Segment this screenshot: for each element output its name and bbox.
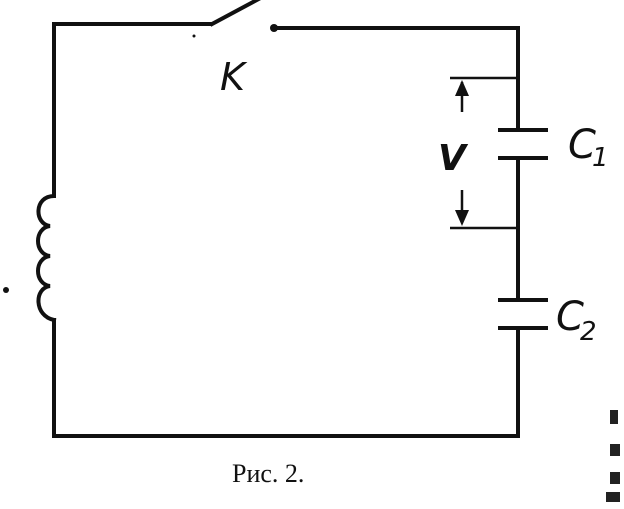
cropped-text-fragment: [610, 444, 620, 456]
capacitor-c2-label-letter: C: [556, 294, 584, 340]
switch-pivot-dot: [192, 34, 196, 38]
capacitor-c2-label-index: 2: [580, 317, 597, 347]
voltage-arrow-down-head: [455, 210, 469, 226]
wire-bottom: [52, 328, 520, 438]
cropped-text-fragment: [606, 492, 620, 502]
switch-contact-dot: [270, 24, 278, 32]
inductor-coil: [36, 193, 57, 323]
voltage-arrow-up-head: [455, 80, 469, 96]
voltage-label: V: [438, 138, 469, 179]
capacitor-c1-label-index: 1: [592, 143, 609, 173]
cropped-text-fragment: [610, 410, 618, 424]
switch-label: K: [220, 55, 248, 99]
wire-top-right: [274, 26, 520, 130]
figure-caption: Рис. 2.: [232, 459, 304, 488]
left-edge-dot: [3, 287, 9, 293]
switch-blade: [209, 0, 262, 27]
capacitor-c1-label-letter: C: [568, 122, 596, 168]
cropped-text-fragment: [610, 472, 620, 484]
